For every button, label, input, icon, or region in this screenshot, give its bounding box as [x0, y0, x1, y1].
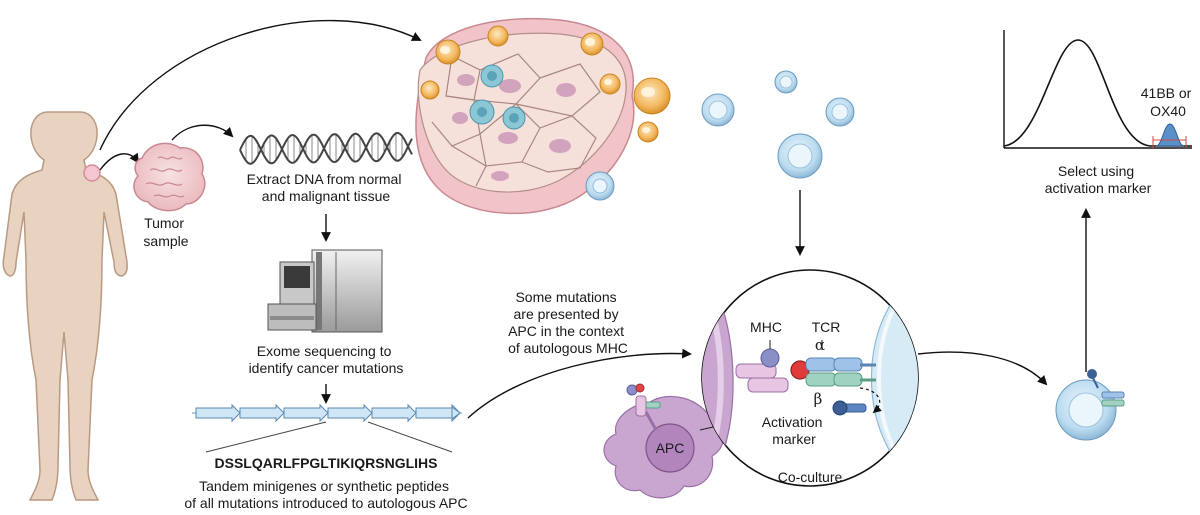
mutations-presented-label: Some mutations are presented by APC in t…	[508, 289, 628, 356]
arrow-tumor-to-dna	[171, 124, 234, 141]
minigene-segment	[239, 403, 285, 423]
apc-label: APC	[656, 440, 685, 456]
sequencer-machine-icon	[267, 249, 383, 333]
apc-mhc-complex-icon	[626, 383, 661, 431]
mhc-label: MHC	[750, 319, 782, 335]
minigenes-label: Tandem minigenes or synthetic peptides o…	[184, 478, 467, 511]
tumor-tissue-icon	[415, 17, 635, 215]
dna-strand	[239, 132, 413, 165]
alpha-chain-label: α	[815, 336, 825, 354]
tumor-sample-label: Tumor sample	[143, 215, 188, 249]
arrow-coculture-to-tcell	[917, 351, 1048, 386]
mhc-molecule-icon	[735, 340, 789, 393]
tumor-sample-icon	[133, 142, 206, 212]
coculture-zoom-circle: MHC TCR α β Activation marker	[701, 269, 919, 487]
activated-peak	[1155, 123, 1185, 147]
human-figure-icon	[2, 111, 128, 501]
histogram-curve	[1003, 39, 1192, 147]
activation-histogram	[1003, 30, 1192, 149]
arrow-minigene-to-coculture	[467, 348, 692, 419]
tcr-label: TCR	[812, 319, 841, 335]
minigene-segment	[195, 403, 241, 423]
activation-marker-label: Activation marker	[762, 414, 827, 447]
activation-marker-icon	[832, 400, 867, 416]
tumor-site-marker	[83, 164, 101, 182]
minigene-strip-icon	[192, 403, 462, 423]
activated-t-cell-icon	[1055, 369, 1125, 441]
dna-helix-icon	[239, 131, 413, 165]
beta-chain-label: β	[814, 390, 823, 408]
arrow-human-to-tissue	[99, 19, 422, 151]
dna-strand	[239, 131, 413, 165]
minigene-segment	[327, 403, 373, 423]
zoom-line-left	[205, 421, 327, 453]
apc-cell-icon: APC	[603, 383, 724, 499]
extract-dna-label: Extract DNA from normal and malignant ti…	[247, 171, 406, 204]
exome-sequencing-label: Exome sequencing to identify cancer muta…	[249, 343, 404, 376]
arrow-human-to-tumor	[99, 152, 140, 171]
minigene-segment	[283, 403, 329, 423]
dashed-activation-arrow	[859, 387, 882, 414]
released-cells	[633, 70, 855, 179]
minigene-segment	[371, 403, 417, 423]
minigene-end	[451, 406, 461, 420]
coculture-label: Co-culture	[778, 469, 843, 485]
tcr-molecule-icon	[805, 340, 876, 387]
marker-41bb-label: 41BB or OX40	[1141, 85, 1195, 119]
zoom-line-right	[367, 421, 453, 453]
peptide-sequence: DSSLQARLFPGLTIKIQRSNGLIHS	[215, 455, 438, 471]
select-label: Select using activation marker	[1045, 163, 1152, 196]
